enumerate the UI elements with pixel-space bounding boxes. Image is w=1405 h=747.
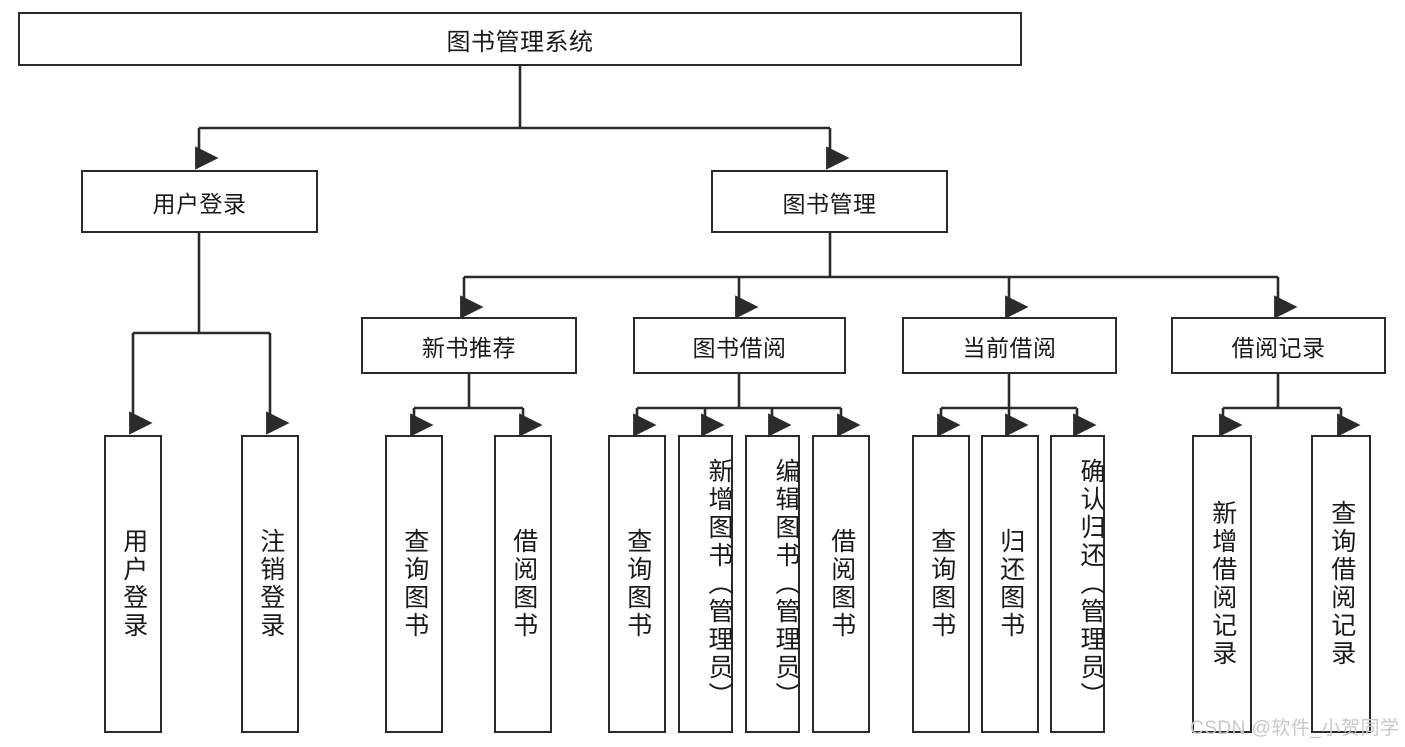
node-leaf-query-record[interactable]: 查询借阅记录 xyxy=(1311,435,1371,733)
node-leaf-add-book[interactable]: 新增图书（管理员） xyxy=(678,435,733,733)
node-label: 图书管理 xyxy=(782,190,877,217)
node-label: 用户登录 xyxy=(152,190,247,217)
node-leaf-borrow-book-2[interactable]: 借阅图书 xyxy=(812,435,870,733)
node-leaf-query-book-3[interactable]: 查询图书 xyxy=(912,435,970,733)
node-leaf-logout-login[interactable]: 注销登录 xyxy=(241,435,299,733)
node-label: 注销登录 xyxy=(256,528,285,640)
node-leaf-return-book[interactable]: 归还图书 xyxy=(981,435,1039,733)
node-label: 新增借阅记录 xyxy=(1208,500,1237,668)
node-label: 查询借阅记录 xyxy=(1327,500,1356,668)
node-label: 归还图书 xyxy=(996,528,1025,640)
node-label: 查询图书 xyxy=(623,528,652,640)
node-leaf-query-book-1[interactable]: 查询图书 xyxy=(385,435,443,733)
node-label: 当前借阅 xyxy=(962,334,1057,361)
node-leaf-borrow-book-1[interactable]: 借阅图书 xyxy=(494,435,552,733)
node-label: 新增图书（管理员） xyxy=(705,458,733,710)
node-label: 用户登录 xyxy=(119,528,148,640)
csdn-watermark: CSDN @软件_小贺同学 xyxy=(1190,718,1400,739)
node-book-borrow[interactable]: 图书借阅 xyxy=(633,317,846,374)
node-user-login[interactable]: 用户登录 xyxy=(81,170,318,233)
node-label: 借阅图书 xyxy=(827,528,856,640)
node-label: 借阅图书 xyxy=(509,528,538,640)
node-new-book-recommend[interactable]: 新书推荐 xyxy=(361,317,577,374)
node-root-system[interactable]: 图书管理系统 xyxy=(18,12,1022,66)
node-label: 查询图书 xyxy=(927,528,956,640)
node-leaf-user-login[interactable]: 用户登录 xyxy=(104,435,162,733)
node-leaf-add-record[interactable]: 新增借阅记录 xyxy=(1192,435,1252,733)
node-book-management[interactable]: 图书管理 xyxy=(711,170,948,233)
node-current-borrow[interactable]: 当前借阅 xyxy=(902,317,1117,374)
node-label: 新书推荐 xyxy=(422,334,516,361)
node-label: 确认归还（管理员） xyxy=(1077,458,1105,710)
node-label: 图书借阅 xyxy=(692,334,787,361)
node-leaf-edit-book[interactable]: 编辑图书（管理员） xyxy=(745,435,800,733)
node-leaf-confirm-return[interactable]: 确认归还（管理员） xyxy=(1050,435,1105,733)
node-borrow-record[interactable]: 借阅记录 xyxy=(1171,317,1386,374)
node-leaf-query-book-2[interactable]: 查询图书 xyxy=(608,435,666,733)
node-label: 编辑图书（管理员） xyxy=(772,458,800,710)
node-label: 查询图书 xyxy=(400,528,429,640)
node-label: 图书管理系统 xyxy=(446,28,594,56)
node-label: 借阅记录 xyxy=(1231,334,1326,361)
